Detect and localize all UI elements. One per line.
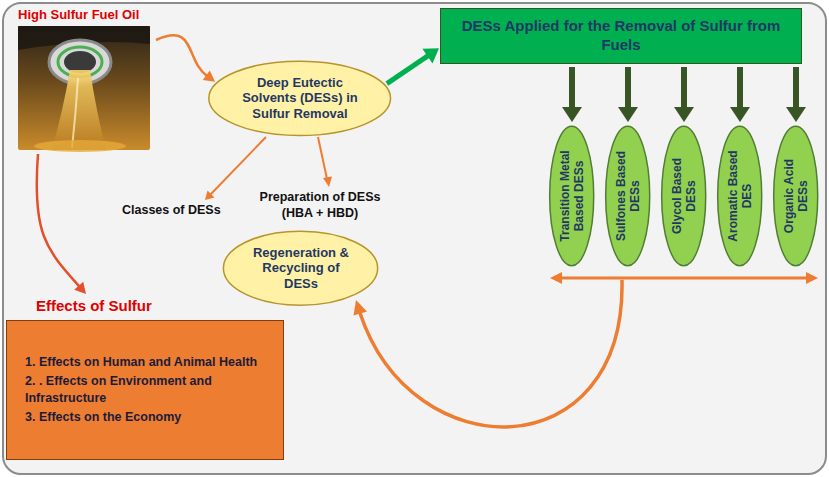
fuel-stream <box>52 70 106 150</box>
effects-list-box: 1. Effects on Human and Animal Health 2. … <box>6 320 284 460</box>
ellipse-shape <box>209 61 391 135</box>
category-ellipse: Transition Metal Based DESs <box>549 124 594 268</box>
range-head <box>550 272 562 284</box>
node-text: Sulfones Based DESs <box>614 146 643 246</box>
leader-head <box>323 177 332 188</box>
process-box: DESs Applied for the Removal of Sulfur f… <box>440 8 802 64</box>
list-item: 2. . Effects on Environment and Infrastr… <box>25 373 265 407</box>
text-label: Classes of DESs <box>122 203 221 219</box>
process-ellipse: Regeneration & Recycling of DESs <box>221 230 380 306</box>
connector-arrow <box>786 67 806 122</box>
connector-arrow <box>618 67 638 122</box>
text-label: Preparation of DESs (HBA + HBD) <box>252 190 388 221</box>
node-text: Glycol Based DESs <box>670 146 699 246</box>
arrow-head <box>730 107 750 122</box>
text-holder: Organic Acid DESs <box>782 146 811 246</box>
text-holder: Glycol Based DESs <box>670 146 699 246</box>
leader-arrow <box>318 137 332 187</box>
range-double-arrow <box>550 272 818 284</box>
outer-frame <box>3 3 826 474</box>
nozzle-hole <box>64 51 96 73</box>
connector-arrow <box>387 48 439 83</box>
connector-line <box>37 154 80 287</box>
arrow-head <box>203 71 215 82</box>
connector-arrow <box>562 67 582 122</box>
photo-node: High Sulfur Fuel Oil <box>14 6 154 152</box>
node-text: Organic Acid DESs <box>782 146 811 246</box>
connector-line <box>569 67 575 108</box>
text-holder: DESs Applied for the Removal of Sulfur f… <box>441 13 801 59</box>
recycle-head <box>354 300 368 316</box>
text-holder: Aromatic Based DES <box>726 146 755 246</box>
ellipse-shape <box>662 126 706 266</box>
connector-line <box>737 67 743 108</box>
range-head <box>806 272 818 284</box>
ellipse-shape <box>550 126 594 266</box>
connector-line <box>793 67 799 108</box>
photo-ground <box>18 26 150 150</box>
text-holder: Deep Eutectic Solvents (DESs) in Sulfur … <box>235 75 365 122</box>
list-item: 3. Effects on the Economy <box>25 409 265 426</box>
text-holder: Sulfones Based DESs <box>614 146 643 246</box>
category-ellipse: Sulfones Based DESs <box>605 124 650 268</box>
ellipse-shape <box>718 126 762 266</box>
ellipse-shape <box>224 231 378 305</box>
connector-line <box>681 67 687 108</box>
arrow-head <box>618 107 638 122</box>
connector-line <box>387 56 428 84</box>
node-text: DESs Applied for the Removal of Sulfur f… <box>451 17 791 55</box>
arrow-head <box>422 48 439 63</box>
arrow-head <box>74 282 86 294</box>
leader-line <box>210 137 266 195</box>
category-ellipse: Aromatic Based DES <box>717 124 762 268</box>
node-text: Transition Metal Based DESs <box>558 146 587 246</box>
connector-arrow <box>37 154 86 294</box>
node-text: Deep Eutectic Solvents (DESs) in Sulfur … <box>235 75 365 122</box>
stream-highlight <box>72 78 78 148</box>
leader-head <box>205 191 215 201</box>
text-holder: Transition Metal Based DESs <box>558 146 587 246</box>
node-text: Regeneration & Recycling of DESs <box>246 245 356 292</box>
leader-line <box>318 137 327 179</box>
section-heading: Effects of Sulfur <box>6 296 284 316</box>
connector-arrow <box>674 67 694 122</box>
arrow-head <box>674 107 694 122</box>
connector-arrow <box>730 67 750 122</box>
effects-box: Effects of Sulfur 1. Effects on Human and… <box>6 296 284 460</box>
ellipse-shape <box>774 126 818 266</box>
category-ellipse: Glycol Based DESs <box>661 124 706 268</box>
photo-heading: High Sulfur Fuel Oil <box>14 6 154 24</box>
category-ellipse: Organic Acid DESs <box>773 124 818 268</box>
node-text: Aromatic Based DES <box>726 146 755 246</box>
connector-line <box>625 67 631 108</box>
list-item: 1. Effects on Human and Animal Health <box>25 354 265 371</box>
fuel-photo <box>18 26 150 152</box>
fuel-splash <box>34 140 126 152</box>
connector-arrow <box>156 35 215 82</box>
leader-arrow <box>205 137 266 200</box>
range-line <box>560 277 808 280</box>
arrow-head <box>562 107 582 122</box>
recycle-curve <box>360 280 622 427</box>
recycle-arrow <box>354 280 623 427</box>
text-holder: Regeneration & Recycling of DESs <box>246 245 356 292</box>
connector-line <box>156 35 207 76</box>
ellipse-shape <box>606 126 650 266</box>
arrow-head <box>786 107 806 122</box>
process-ellipse: Deep Eutectic Solvents (DESs) in Sulfur … <box>206 60 393 137</box>
